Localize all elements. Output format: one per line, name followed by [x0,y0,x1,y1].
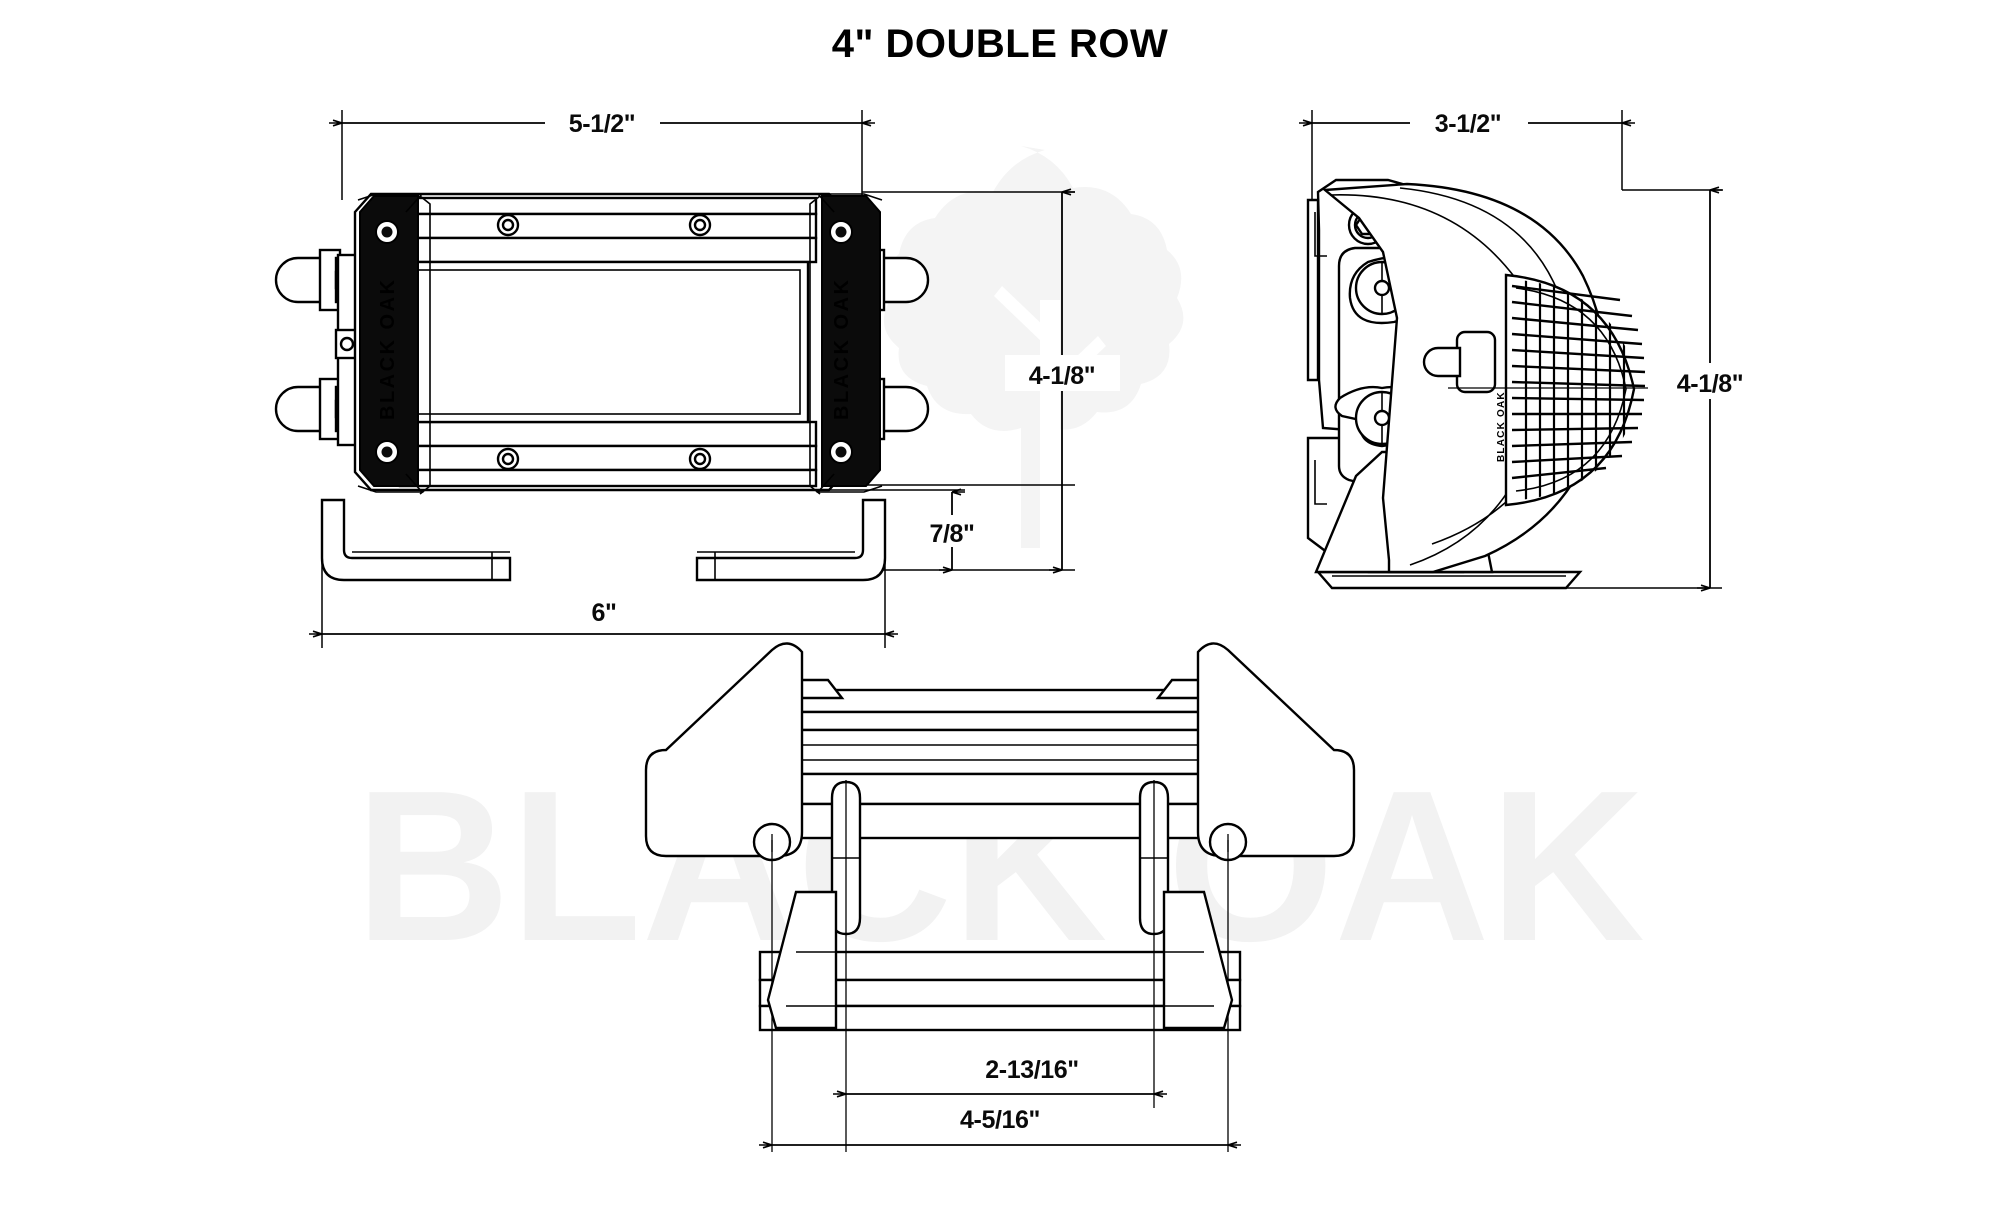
front-dimension-width-housing: 5-1/2" [329,105,875,200]
bottom-dim-label-2-13-16: 2-13/16" [985,1056,1078,1084]
front-dimension-foot-height: 7/8" [820,488,996,574]
side-dimension-height: 4-1/8" [1560,186,1768,592]
front-left-brand-text: BLACK OAK [377,278,399,421]
bottom-left-bracket [644,642,862,1152]
bottom-dimension-overall-width: 4-5/16" [759,1100,1241,1149]
bottom-dimension-bracket-spacing: 2-13/16" [833,1050,1167,1098]
front-right-bezel: BLACK OAK [816,193,883,493]
front-dimension-height-overall: 4-1/8" [760,188,1120,574]
watermark-oak-tree-logo [883,146,1184,560]
front-left-mount-hardware [274,248,364,447]
front-left-bezel: BLACK OAK [357,193,424,493]
page-title: 4" DOUBLE ROW [832,22,1169,66]
side-dim-label-3-1-2: 3-1/2" [1435,110,1501,138]
front-dim-label-5-1-2: 5-1/2" [569,110,635,138]
side-lens-fins [1511,284,1646,480]
front-dim-label-7-8: 7/8" [929,520,974,548]
side-brand-text: BLACK OAK [1496,391,1507,462]
side-base-plate [1315,570,1583,590]
side-view: 3-1/2" 4-1/8" [1299,105,1768,592]
front-mounting-feet [320,498,887,582]
front-right-brand-text: BLACK OAK [831,278,853,421]
bottom-view: 2-13/16" 4-5/16" [644,642,1356,1152]
front-dimension-width-overall: 6" [309,500,898,648]
front-dim-label-4-1-8: 4-1/8" [1029,362,1095,390]
front-view: 5-1/2" 4-1/8" 7/8" [274,105,1120,648]
bottom-right-bracket [1138,642,1356,1152]
front-dim-label-6: 6" [592,599,617,627]
side-center-screw [1422,330,1497,394]
side-dim-label-4-1-8: 4-1/8" [1677,370,1743,398]
bottom-dim-label-4-5-16: 4-5/16" [960,1106,1040,1134]
front-housing-body: BLACK OAK BLACK OAK [353,192,883,495]
side-lens-assembly: BLACK OAK [1422,273,1648,507]
front-face-screws [496,213,712,471]
side-dimension-depth: 3-1/2" [1299,105,1635,205]
